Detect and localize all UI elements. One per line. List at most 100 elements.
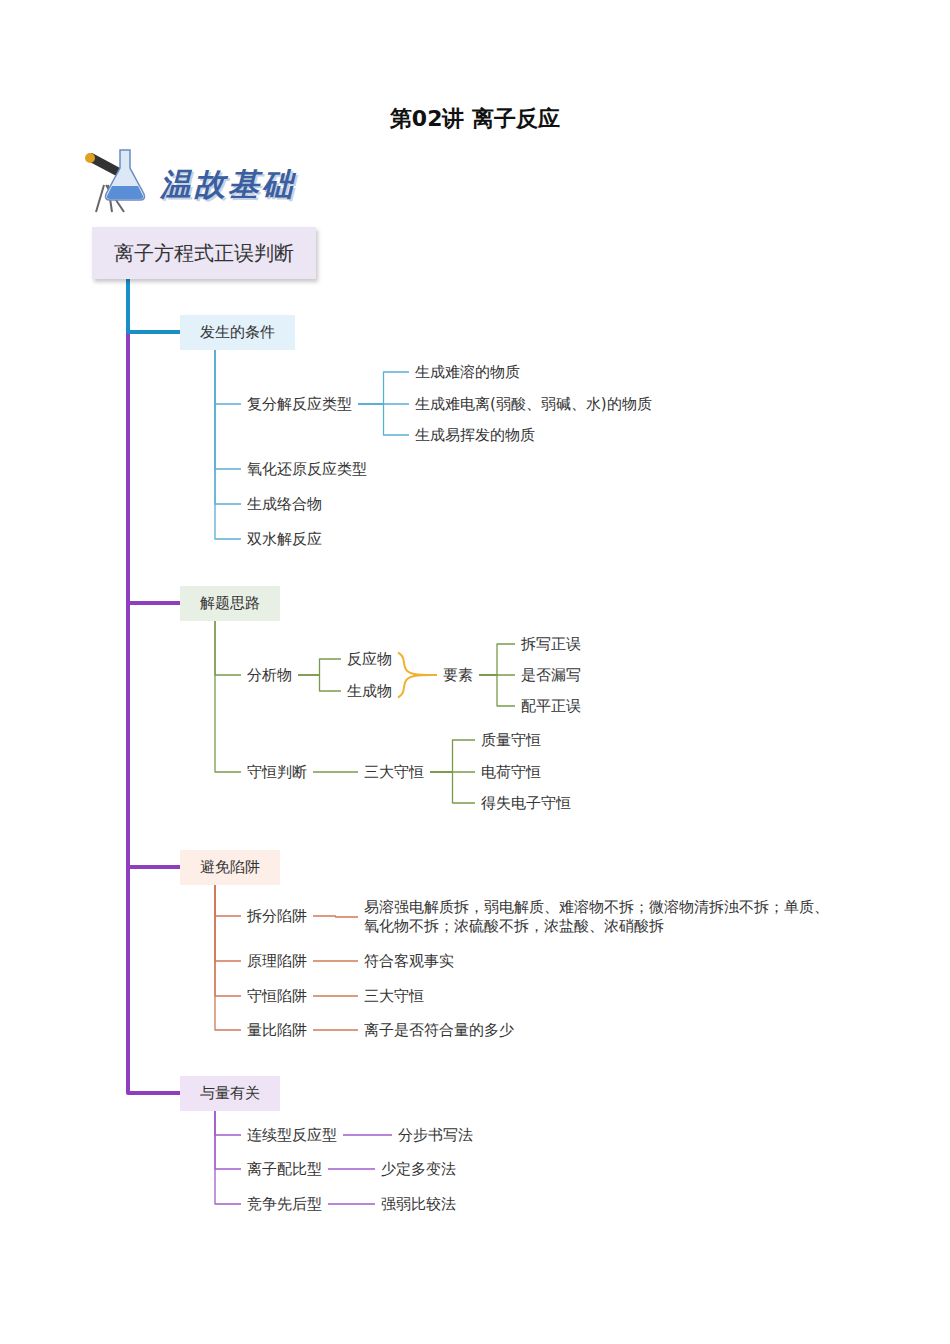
tree-connector bbox=[128, 279, 180, 332]
tree-connector bbox=[215, 885, 241, 917]
telescope-flask-icon bbox=[85, 150, 145, 212]
node-text: 守恒陷阱 bbox=[247, 987, 307, 1006]
node-text: 守恒判断 bbox=[247, 763, 307, 782]
leaf-item: 拆写正误 bbox=[521, 635, 581, 654]
branch-box: 发生的条件 bbox=[180, 315, 295, 350]
node-text: 三大守恒 bbox=[364, 763, 424, 782]
node-text: 少定多变法 bbox=[381, 1160, 456, 1179]
tree-connector bbox=[215, 350, 241, 470]
branch-box: 与量有关 bbox=[180, 1076, 280, 1111]
node-text: 生成难电离(弱酸、弱碱、水)的物质 bbox=[415, 395, 652, 414]
tree-connector bbox=[343, 1134, 392, 1135]
leaf-item: 竞争先后型 bbox=[247, 1195, 322, 1214]
node-text: 离子是否符合量的多少 bbox=[364, 1021, 514, 1040]
node-text: 拆分陷阱 bbox=[247, 907, 307, 926]
tree-connector bbox=[298, 675, 341, 691]
tree-connector bbox=[215, 350, 241, 540]
node-text: 连续型反应型 bbox=[247, 1126, 337, 1145]
leaf-item: 分析物 bbox=[247, 666, 292, 685]
tree-connector bbox=[313, 916, 358, 917]
tree-connector bbox=[430, 772, 475, 803]
node-text: 三大守恒 bbox=[364, 987, 424, 1006]
branch-box: 避免陷阱 bbox=[180, 850, 280, 885]
leaf-item: 配平正误 bbox=[521, 697, 581, 716]
node-text: 强弱比较法 bbox=[381, 1195, 456, 1214]
tree-connector bbox=[215, 350, 241, 405]
node-text: 生成易挥发的物质 bbox=[415, 426, 535, 445]
leaf-item: 三大守恒 bbox=[364, 763, 424, 782]
leaf-item: 要素 bbox=[443, 666, 473, 685]
tree-connector bbox=[479, 644, 515, 675]
leaf-item: 是否漏写 bbox=[521, 666, 581, 685]
node-text: 量比陷阱 bbox=[247, 1021, 307, 1040]
node-text: 与量有关 bbox=[200, 1084, 260, 1103]
leaf-item: 守恒判断 bbox=[247, 763, 307, 782]
leaf-item: 复分解反应类型 bbox=[247, 395, 352, 414]
leaf-item: 反应物 bbox=[347, 650, 392, 669]
node-text: 得失电子守恒 bbox=[481, 794, 571, 813]
node-text: 发生的条件 bbox=[200, 323, 275, 342]
leaf-item: 符合客观事实 bbox=[364, 952, 454, 971]
node-text: 配平正误 bbox=[521, 697, 581, 716]
tree-connector bbox=[313, 995, 358, 996]
tree-connector bbox=[328, 1203, 375, 1204]
leaf-item: 拆分陷阱 bbox=[247, 907, 307, 926]
node-text: 反应物 bbox=[347, 650, 392, 669]
tree-connector bbox=[215, 1111, 241, 1205]
tree-connector bbox=[128, 279, 180, 603]
leaf-item: 三大守恒 bbox=[364, 987, 424, 1006]
leaf-item: 生成易挥发的物质 bbox=[415, 426, 535, 445]
leaf-item: 连续型反应型 bbox=[247, 1126, 337, 1145]
tree-connector bbox=[215, 350, 241, 505]
node-text: 氧化还原反应类型 bbox=[247, 460, 367, 479]
section-logo: 温故基础 bbox=[160, 164, 296, 206]
node-text: 要素 bbox=[443, 666, 473, 685]
node-text: 分步书写法 bbox=[398, 1126, 473, 1145]
tree-connector bbox=[479, 675, 515, 706]
node-text: 原理陷阱 bbox=[247, 952, 307, 971]
node-text: 电荷守恒 bbox=[481, 763, 541, 782]
tree-connector bbox=[215, 621, 241, 676]
node-text: 易溶强电解质拆，弱电解质、难溶物不拆；微溶物清拆浊不拆；单质、氧化物不拆；浓硫酸… bbox=[364, 898, 839, 936]
tree-connector bbox=[215, 621, 241, 773]
leaf-item: 生成络合物 bbox=[247, 495, 322, 514]
page-title: 第02讲 离子反应 bbox=[0, 104, 950, 134]
tree-connector bbox=[358, 372, 409, 404]
leaf-item: 生成难电离(弱酸、弱碱、水)的物质 bbox=[415, 395, 652, 414]
tree-connector bbox=[398, 675, 437, 698]
node-text: 拆写正误 bbox=[521, 635, 581, 654]
tree-connector bbox=[358, 404, 409, 435]
node-text: 避免陷阱 bbox=[200, 858, 260, 877]
node-text: 离子配比型 bbox=[247, 1160, 322, 1179]
node-text: 符合客观事实 bbox=[364, 952, 454, 971]
node-text: 分析物 bbox=[247, 666, 292, 685]
node-text: 质量守恒 bbox=[481, 731, 541, 750]
tree-connector bbox=[328, 1168, 375, 1169]
root-box: 离子方程式正误判断 bbox=[92, 227, 316, 279]
tree-connector bbox=[313, 771, 358, 772]
leaf-item: 少定多变法 bbox=[381, 1160, 456, 1179]
leaf-item: 电荷守恒 bbox=[481, 763, 541, 782]
leaf-item: 得失电子守恒 bbox=[481, 794, 571, 813]
leaf-item: 生成物 bbox=[347, 682, 392, 701]
tree-connector bbox=[128, 279, 180, 867]
node-text: 复分解反应类型 bbox=[247, 395, 352, 414]
leaf-item: 易溶强电解质拆，弱电解质、难溶物不拆；微溶物清拆浊不拆；单质、氧化物不拆；浓硫酸… bbox=[364, 898, 839, 936]
tree-connector bbox=[215, 885, 241, 997]
tree-connector bbox=[313, 1029, 358, 1030]
leaf-item: 离子是否符合量的多少 bbox=[364, 1021, 514, 1040]
leaf-item: 守恒陷阱 bbox=[247, 987, 307, 1006]
tree-connector bbox=[128, 279, 180, 1093]
node-text: 双水解反应 bbox=[247, 530, 322, 549]
node-text: 是否漏写 bbox=[521, 666, 581, 685]
tree-connector bbox=[313, 960, 358, 961]
leaf-item: 分步书写法 bbox=[398, 1126, 473, 1145]
leaf-item: 生成难溶的物质 bbox=[415, 363, 520, 382]
tree-connector bbox=[430, 740, 475, 772]
tree-connector bbox=[215, 1111, 241, 1136]
leaf-item: 量比陷阱 bbox=[247, 1021, 307, 1040]
tree-connector bbox=[215, 1111, 241, 1170]
branch-box: 解题思路 bbox=[180, 586, 280, 621]
